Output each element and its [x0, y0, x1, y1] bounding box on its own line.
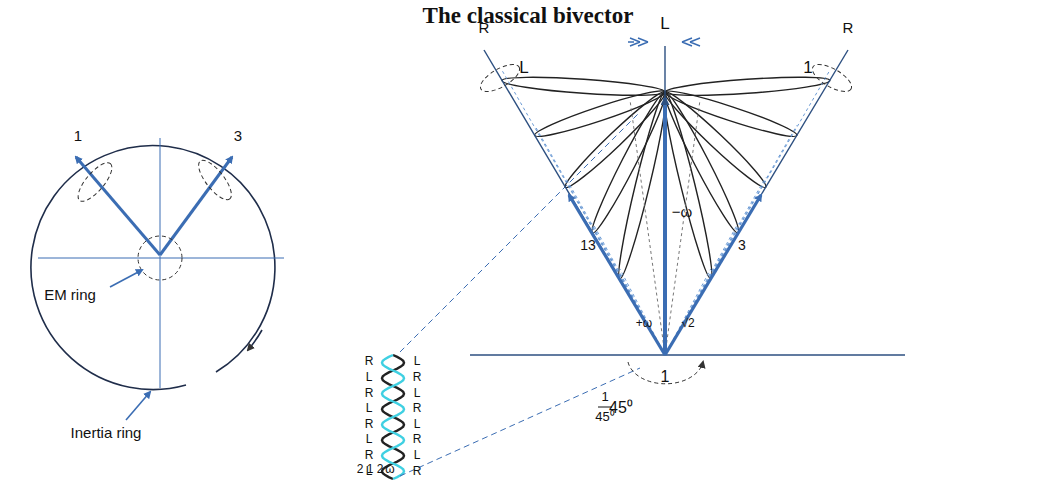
helix-letter: R: [413, 402, 422, 415]
ring-label: Inertia ring: [71, 425, 142, 442]
cone-figure: [502, 71, 831, 356]
ring-label: EM ring: [44, 287, 96, 304]
ray-line: [502, 71, 665, 356]
helix-strand: [382, 355, 404, 479]
axis-number: R: [843, 20, 854, 37]
helix-strand: [382, 355, 404, 479]
ray-line: [630, 100, 665, 355]
precession-loop: [660, 87, 770, 192]
axis-number: R: [479, 20, 490, 37]
helix-letter: L: [414, 418, 421, 431]
helix-letter: L: [414, 449, 421, 462]
label: 1: [367, 463, 374, 476]
axes: [470, 38, 905, 407]
left-figure: [31, 138, 284, 420]
omega-label: L: [519, 59, 528, 78]
ray-line: [535, 125, 665, 355]
axis-number: 1: [74, 128, 82, 145]
label: ω: [385, 463, 394, 476]
omega-label: 45⁰: [609, 399, 633, 417]
magnitude-label: 3: [738, 238, 746, 253]
precession-loop: [613, 90, 672, 280]
precession-loop: [502, 74, 666, 99]
axis-number: 3: [234, 128, 242, 145]
angle-label: √2: [681, 317, 694, 330]
ray-line: [665, 177, 766, 355]
ray-line: [665, 125, 797, 355]
axis-number: 1: [661, 368, 670, 386]
helix-letter: L: [366, 371, 373, 384]
helix-letter: R: [365, 355, 374, 368]
helix-letter: L: [414, 355, 421, 368]
precession-loop: [561, 87, 670, 192]
ray-line: [665, 100, 700, 355]
helix-letter: L: [366, 433, 373, 446]
helix-letter: R: [413, 465, 422, 478]
magnitude-label: −ω: [672, 204, 692, 221]
helix-letter: L: [414, 387, 421, 400]
helix-letter: R: [365, 449, 374, 462]
label: 2: [357, 463, 364, 476]
helix-letter: R: [413, 371, 422, 384]
zoom-line: [400, 368, 640, 476]
zoom-line: [400, 112, 640, 352]
ray-line: [665, 71, 830, 356]
helix-letter: R: [365, 418, 374, 431]
helix-letter: L: [366, 402, 373, 415]
precession-loop: [665, 74, 831, 99]
ray-line: [566, 177, 666, 355]
helix-strand: [382, 355, 404, 479]
omega-label: 1: [803, 59, 812, 78]
label: 2: [377, 463, 384, 476]
precession-loop: [658, 90, 717, 280]
axis-number: L: [660, 15, 669, 34]
angle-label: +ω: [636, 317, 652, 330]
diagram-title: The classical bivector: [423, 3, 634, 28]
magnitude-label: 13: [580, 238, 596, 253]
helix-letter: R: [365, 387, 374, 400]
fraction-part: 1: [601, 390, 608, 404]
helix-letter: R: [413, 433, 422, 446]
